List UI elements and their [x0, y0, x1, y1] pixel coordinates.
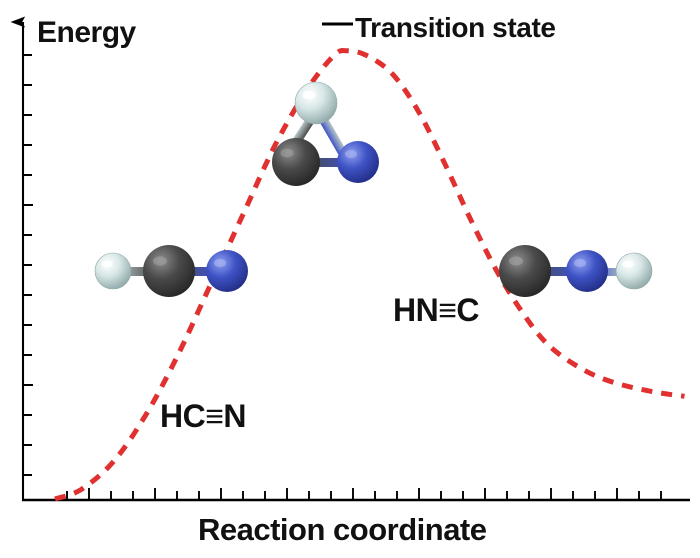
atom-carbon [272, 138, 320, 186]
atom-carbon [499, 245, 551, 297]
y-axis [10, 16, 33, 500]
atom-nitrogen [337, 141, 379, 183]
atom-nitrogen [206, 250, 248, 292]
atom-carbon [143, 245, 195, 297]
x-axis-title: Reaction coordinate [198, 512, 487, 547]
molecule-reactant-hcn [94, 245, 248, 297]
reactant-formula-label: HC≡N [160, 398, 247, 434]
molecule-product-hnc [499, 245, 653, 297]
energy-profile-curve [54, 48, 685, 502]
molecule-transition-state [272, 81, 379, 186]
atom-nitrogen [566, 250, 608, 292]
transition-state-annotation: Transition state [355, 12, 556, 43]
y-axis-title: Energy [37, 16, 136, 49]
product-formula-label: HN≡C [393, 292, 480, 328]
x-axis [22, 488, 690, 502]
